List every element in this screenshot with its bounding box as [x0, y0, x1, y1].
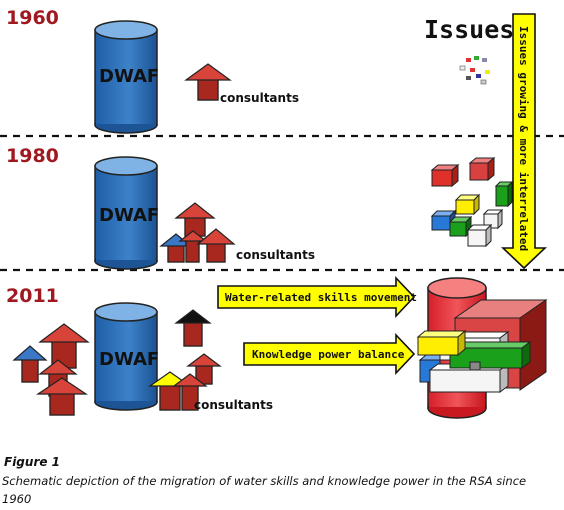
dwaf-cylinder-1960 — [94, 20, 158, 134]
issue-blocks-1960 — [459, 56, 490, 85]
dwaf-label-1980: DWAF — [99, 205, 159, 226]
year-2011: 2011 — [6, 285, 59, 307]
consultant-house-1960 — [184, 63, 232, 101]
dwaf-cylinder-2011 — [94, 302, 158, 411]
consultants-label-2011: consultants — [194, 398, 273, 412]
consultant-houses-1980 — [159, 202, 236, 263]
diagram: 1960 1980 2011 DWAF consultants DWAF — [0, 7, 564, 419]
dwaf-label-2011: DWAF — [99, 349, 159, 370]
issue-structure-2011 — [416, 277, 548, 419]
year-1980: 1980 — [6, 145, 59, 167]
issues-growing-arrow — [501, 13, 547, 270]
consultant-houses-2011 — [148, 309, 222, 411]
figure-label: Figure 1 — [4, 455, 61, 469]
knowledge-balance-label: Knowledge power balance — [252, 348, 405, 361]
issues-growing-label: Issues growing & more interrelated — [517, 26, 530, 251]
skills-movement-label: Water-related skills movement — [225, 291, 417, 304]
year-1960: 1960 — [6, 7, 59, 29]
knowledge-balance-arrow — [243, 332, 416, 376]
dwaf-cylinder-1980 — [94, 156, 158, 270]
consultants-label-1980: consultants — [236, 248, 315, 262]
consultants-label-1960: consultants — [220, 91, 299, 105]
skills-movement-arrow — [217, 275, 416, 319]
issue-blocks-1980 — [430, 156, 514, 248]
issues-title: Issues — [424, 15, 514, 44]
dwaf-label-1960: DWAF — [99, 66, 159, 87]
left-houses-2011 — [12, 323, 90, 416]
figure-caption-text: Schematic depiction of the migration of … — [2, 474, 527, 506]
